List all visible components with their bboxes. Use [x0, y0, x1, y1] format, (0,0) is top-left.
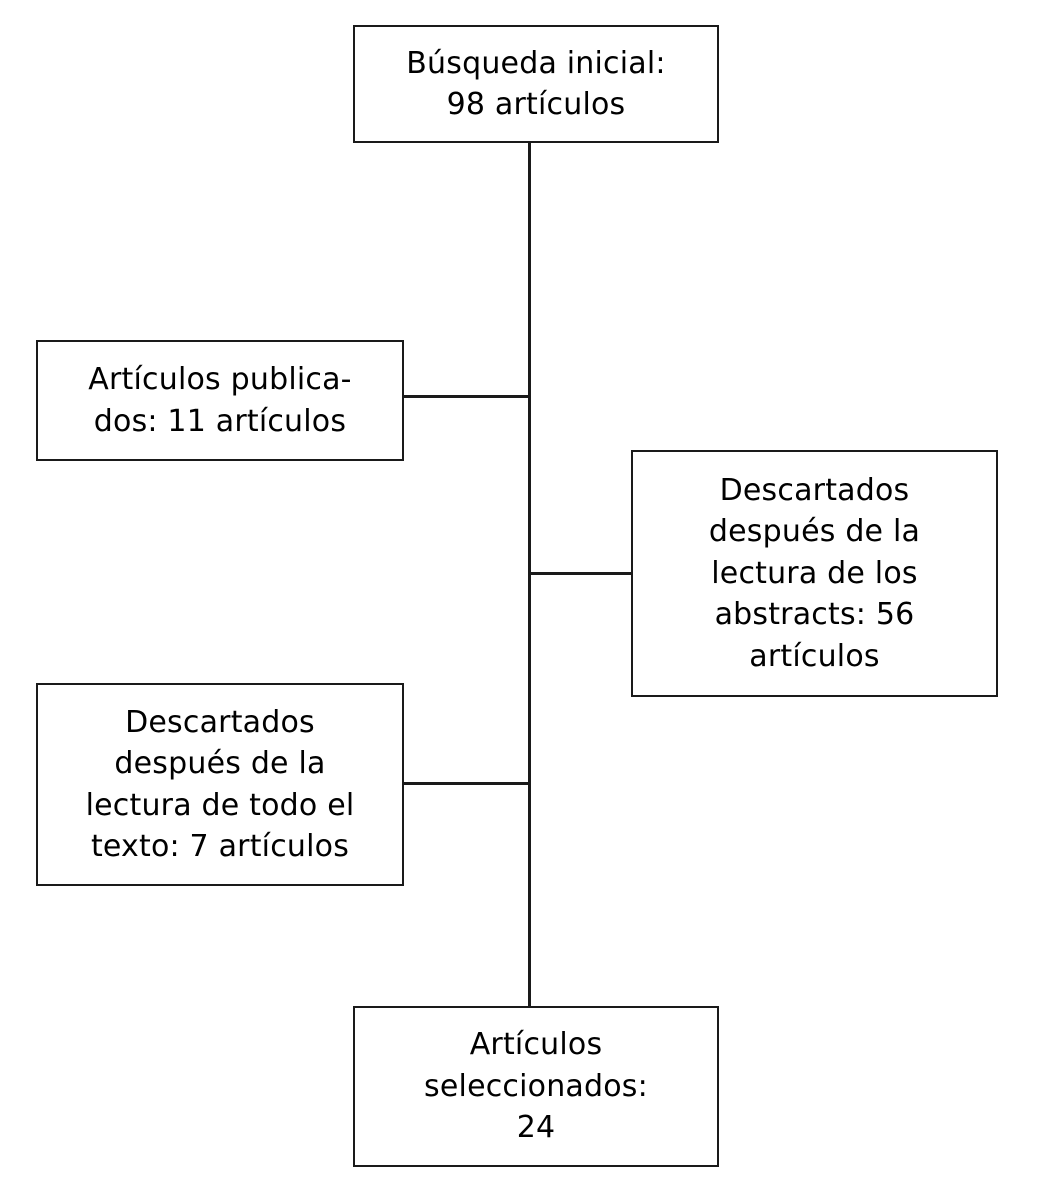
node-initial-search: Búsqueda inicial: 98 artículos	[353, 25, 719, 143]
node-selected-articles: Artículos seleccionados: 24	[353, 1006, 719, 1167]
node-discarded-after-fulltext: Descartados después de la lectura de tod…	[36, 683, 404, 886]
connector-main-trunk	[528, 142, 531, 1008]
node-published-articles: Artículos publica- dos: 11 artículos	[36, 340, 404, 461]
node-discarded-after-abstracts: Descartados después de la lectura de los…	[631, 450, 998, 697]
connector-published-to-trunk	[403, 395, 530, 398]
connector-trunk-to-discarded-abstracts	[528, 572, 632, 575]
connector-discarded-fulltext-to-trunk	[403, 782, 530, 785]
